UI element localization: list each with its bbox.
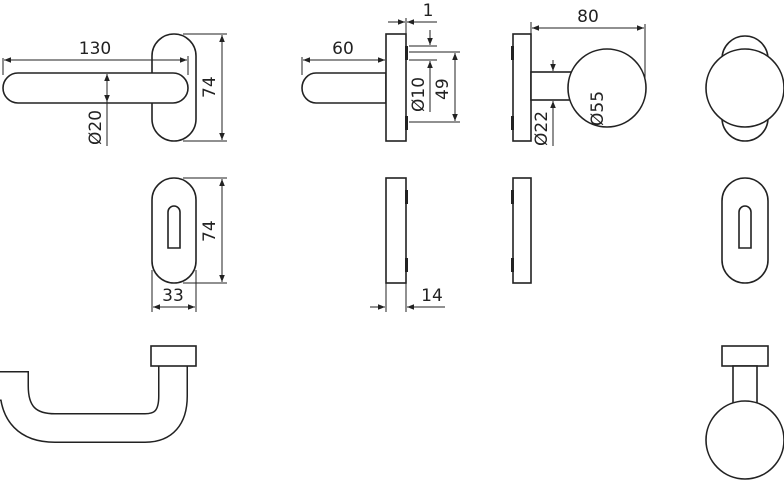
knob-front-view (705, 35, 784, 142)
dim-gap: 1 (423, 1, 434, 21)
dim-escutcheon-height: 74 (200, 220, 220, 242)
keyhole-icon (738, 205, 752, 249)
lever-side-view: 60 1 Ø10 49 (301, 1, 460, 142)
u-lever-top-view (0, 345, 197, 443)
dim-lever-projection: 60 (332, 39, 354, 59)
dim-spindle-diameter: Ø10 (409, 77, 429, 112)
dim-escutcheon-width: 33 (162, 286, 184, 306)
dim-rose-inner: 49 (433, 78, 453, 100)
escutcheon-front-view: 74 33 (151, 177, 227, 312)
dim-lever-length: 130 (79, 39, 111, 59)
dim-escutcheon-thickness: 14 (421, 286, 443, 306)
keyhole-icon (167, 205, 181, 249)
lever-arm (2, 72, 189, 104)
dim-knob-projection: 80 (577, 7, 599, 27)
lever-front-view: 130 Ø20 74 (2, 33, 227, 146)
knob-side-view: 80 Ø55 Ø22 (511, 7, 647, 146)
knob-top-view (705, 345, 784, 480)
knob-escutcheon-front-view (721, 177, 769, 284)
knob-escutcheon-side-view (511, 177, 532, 284)
dim-rose-height: 74 (200, 76, 220, 98)
escutcheon-side-view: 14 (370, 177, 445, 312)
dim-lever-diameter: Ø20 (86, 110, 106, 145)
dim-knob-diameter: Ø55 (588, 91, 608, 126)
dim-neck-diameter: Ø22 (532, 111, 552, 146)
